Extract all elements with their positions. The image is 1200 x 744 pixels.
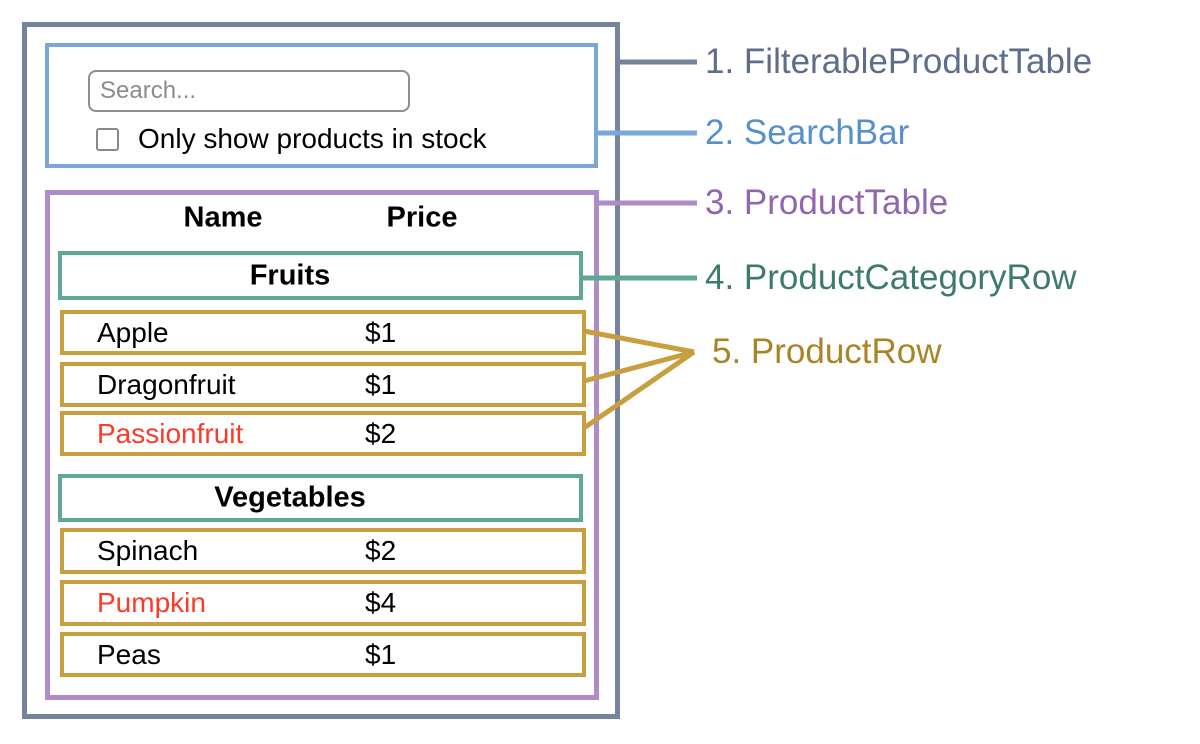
filterable-product-table-box: Only show products in stock Name Price F…: [22, 22, 620, 719]
stock-checkbox[interactable]: [96, 127, 119, 151]
category-row-fruits: Fruits: [58, 251, 583, 300]
product-name: Spinach: [97, 535, 199, 566]
product-row-passionfruit: Passionfruit $2: [60, 411, 586, 456]
category-row-vegetables: Vegetables: [58, 474, 583, 522]
product-name: Pumpkin: [97, 587, 206, 618]
product-table-box: Name Price Fruits Apple $1 Dragonfruit $…: [45, 190, 599, 700]
product-name: Passionfruit: [97, 417, 244, 449]
column-header-price: Price: [386, 201, 458, 234]
product-row-pumpkin: Pumpkin $4: [60, 580, 586, 626]
product-row-spinach: Spinach $2: [60, 528, 586, 574]
product-name: Dragonfruit: [97, 368, 236, 400]
annotation-search-bar: 2. SearchBar: [705, 113, 910, 152]
annotation-product-category-row: 4. ProductCategoryRow: [705, 258, 1077, 297]
annotation-product-table: 3. ProductTable: [705, 183, 949, 222]
search-input[interactable]: [88, 70, 410, 112]
stock-checkbox-label: Only show products in stock: [138, 123, 487, 154]
annotation-product-row: 5. ProductRow: [712, 332, 942, 371]
stock-filter-row: Only show products in stock: [96, 123, 487, 155]
annotation-filterable-product-table: 1. FilterableProductTable: [705, 42, 1093, 81]
product-row-apple: Apple $1: [60, 310, 586, 355]
product-price: $1: [365, 368, 397, 400]
category-label: Vegetables: [214, 481, 366, 514]
category-label: Fruits: [249, 259, 331, 291]
product-price: $1: [365, 638, 397, 670]
product-name: Peas: [97, 638, 161, 670]
product-name: Apple: [97, 316, 169, 348]
product-row-peas: Peas $1: [60, 632, 586, 677]
search-bar-box: Only show products in stock: [45, 43, 598, 168]
product-price: $4: [365, 587, 397, 618]
product-row-dragonfruit: Dragonfruit $1: [60, 362, 586, 407]
product-price: $2: [365, 535, 397, 566]
product-price: $1: [365, 316, 397, 348]
column-header-name: Name: [183, 201, 263, 234]
product-price: $2: [365, 417, 397, 449]
